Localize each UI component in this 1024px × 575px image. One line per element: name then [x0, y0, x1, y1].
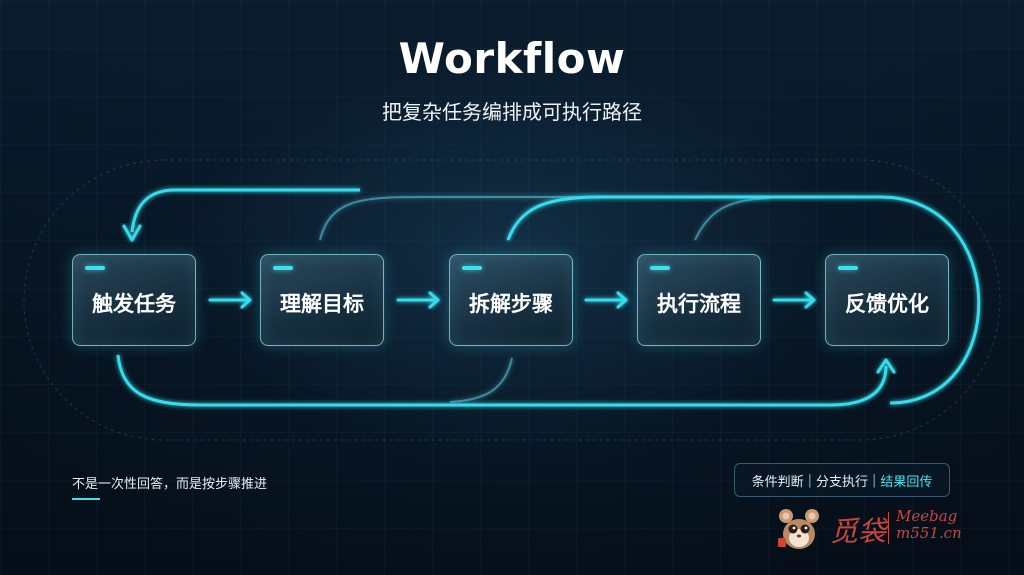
step-card-trigger: 触发任务: [72, 254, 196, 346]
step-card-execute: 执行流程: [637, 254, 761, 346]
feature-tags: 条件判断 | 分支执行 | 结果回传: [734, 463, 950, 497]
tag-result: 结果回传: [880, 474, 933, 490]
arrow-1-2: [208, 291, 252, 309]
loop-arrowhead-bottom: [876, 358, 896, 374]
watermark-en: Meebag m551.cn: [896, 508, 962, 542]
arrow-2-3: [396, 291, 440, 309]
arrow-3-4: [584, 291, 628, 309]
footer-note-accent: [72, 498, 100, 500]
tag-separator: |: [807, 472, 812, 488]
step-label: 反馈优化: [845, 292, 929, 316]
step-accent-bar: [650, 266, 670, 270]
loop-arc-top-1: [319, 196, 600, 241]
tag-condition: 条件判断: [751, 474, 804, 490]
step-card-understand: 理解目标: [260, 254, 384, 346]
loop-arc-top-2: [694, 197, 771, 241]
step-label: 触发任务: [92, 292, 176, 316]
loop-arrowhead-top: [122, 224, 142, 242]
watermark-logo: 觅袋 Meebag m551.cn: [770, 500, 990, 554]
step-accent-bar: [838, 266, 858, 270]
loop-arc-top-main: [130, 188, 360, 233]
tag-separator: |: [872, 472, 877, 488]
loop-arc-bottom-inner: [449, 357, 513, 403]
step-accent-bar: [85, 266, 105, 270]
step-card-decompose: 拆解步骤: [449, 254, 573, 346]
page-title: Workflow: [398, 34, 626, 83]
arrow-4-5: [772, 291, 816, 309]
watermark-divider: [888, 512, 889, 544]
step-card-feedback: 反馈优化: [825, 254, 949, 346]
footer-note: 不是一次性回答，而是按步骤推进: [72, 477, 268, 492]
outer-dashed-frame: [23, 159, 1001, 441]
step-accent-bar: [273, 266, 293, 270]
watermark-en-line1: Meebag: [896, 507, 958, 525]
mascot-icon: [778, 509, 819, 549]
step-label: 理解目标: [280, 292, 364, 316]
page-subtitle: 把复杂任务编排成可执行路径: [382, 100, 642, 124]
step-label: 拆解步骤: [469, 292, 553, 316]
step-label: 执行流程: [657, 292, 741, 316]
watermark-en-line2: m551.cn: [896, 524, 962, 542]
step-accent-bar: [462, 266, 482, 270]
tag-branch: 分支执行: [815, 474, 868, 490]
watermark-cn: 觅袋: [830, 515, 887, 548]
loop-arc-top-3: [506, 195, 981, 405]
loop-arc-bottom-main: [116, 354, 888, 407]
